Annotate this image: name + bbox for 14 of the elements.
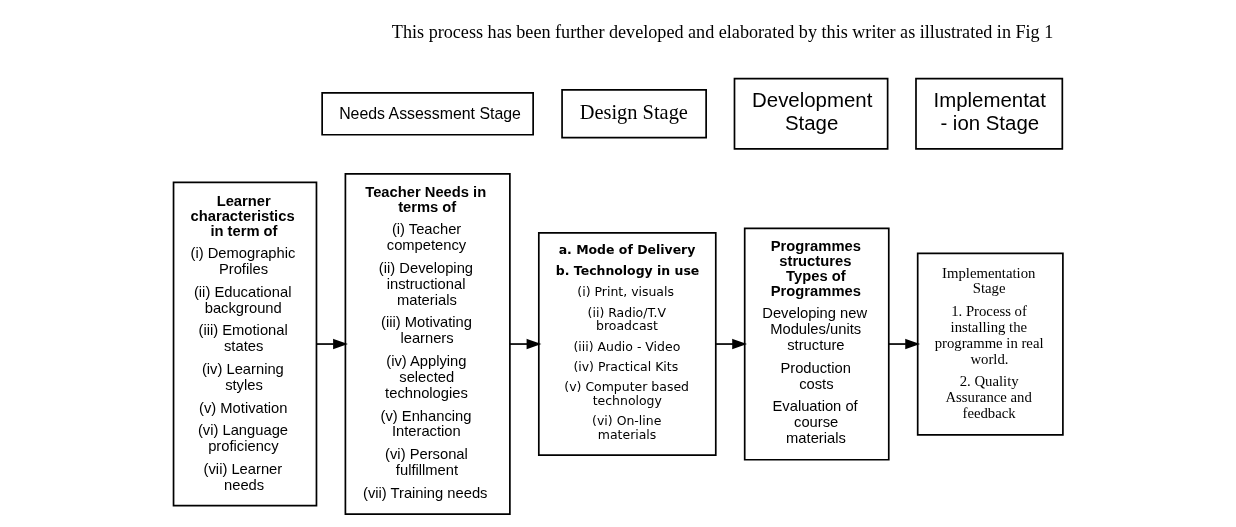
arrow: [887, 338, 920, 350]
arrow: [714, 338, 747, 350]
node-box: a. Mode of Delivery b. Technology in use (i) Print, visuals (ii) Radio/T.V broadcast (iii) Audio - Video (iv) Practical Kits (v) Computer based technology (vi) On-line materials: [537, 232, 717, 457]
node-box: Design Stage: [560, 89, 707, 139]
node-box: Needs Assessment Stage: [320, 91, 534, 136]
node-box: Programmes structures Types of Programmes Developing new Modules/units structure Production costs Evaluation of course materials: [743, 227, 890, 461]
node-box: Implementat - ion Stage: [914, 77, 1063, 150]
arrow: [508, 338, 541, 350]
arrow: [315, 338, 348, 350]
node-box: Learner characteristics in term of (i) Demographic Profiles (ii) Educational background (iii) Emotional states (iv) Learning styles (v) Motivation (vi) Language proficiency (vii) Learner needs: [172, 181, 317, 507]
label: This process has been further developed and elaborated by this writer as illustrated in Fig 1: [391, 21, 1053, 42]
node-box: Implementation Stage 1. Process of installing the programme in real world. 2. Quality Assurance and feedback: [916, 252, 1064, 436]
node-box: Development Stage: [733, 77, 888, 150]
node-box: Teacher Needs in terms of (i) Teacher competency (ii) Developing instructional materials (iii) Motivating learners (iv) Applying selected technologies (v) Enhancing Interaction (vi) Personal fulfillment (vii) Training needs: [344, 173, 511, 516]
